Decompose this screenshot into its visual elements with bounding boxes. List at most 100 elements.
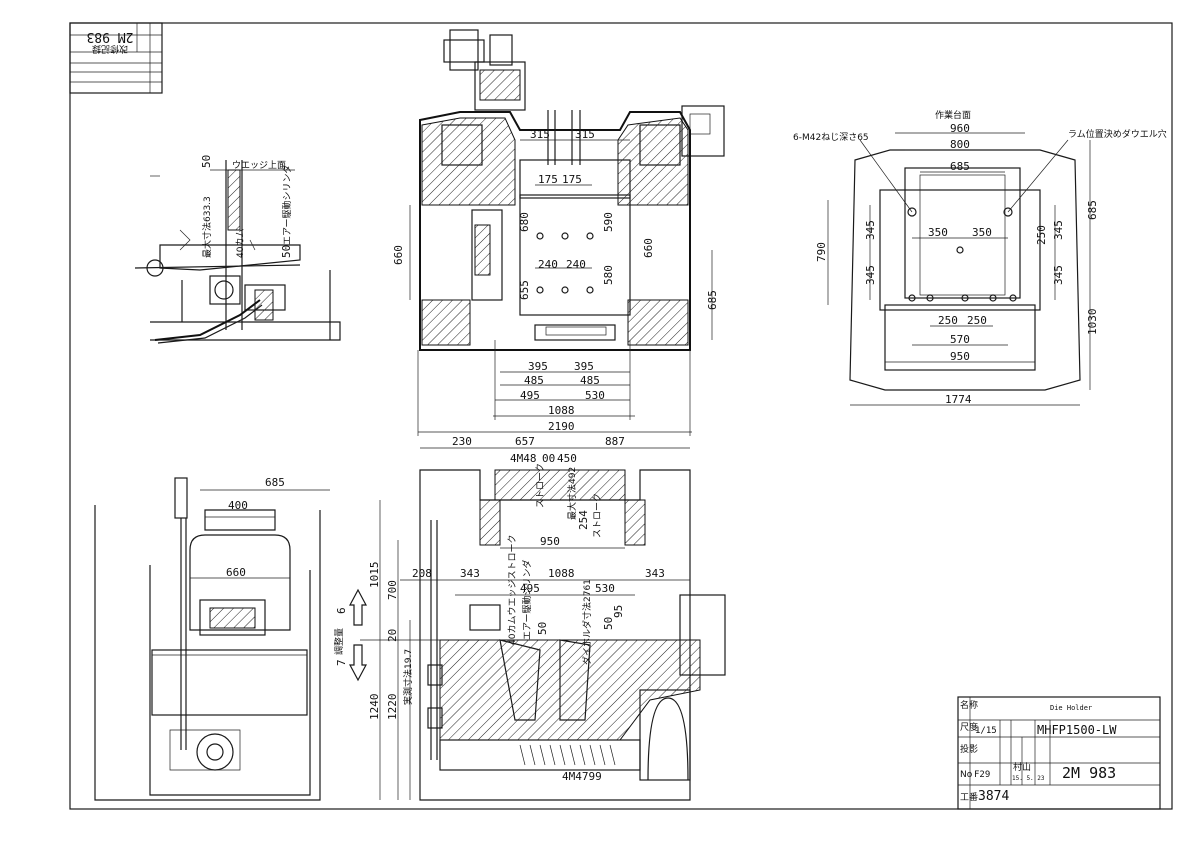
front-dim-485a: 485 [524, 374, 544, 387]
side-dim-400: 400 [228, 499, 248, 512]
front-dim-395b: 395 [574, 360, 594, 373]
front-dim-485b: 485 [580, 374, 600, 387]
title-row-label-2: 尺度 [960, 721, 978, 733]
plan-dim-960: 960 [950, 122, 970, 135]
plan-table-label: 作業台面 [935, 109, 971, 121]
front-dim-240a: 240 [538, 258, 558, 271]
title-row-label-3: 投影 [960, 743, 978, 755]
section-stroke-label2: ストローク [592, 493, 603, 538]
section-dim-208: 208 [412, 567, 432, 580]
plan-dim-250a: 250 [938, 314, 958, 327]
section-dim-20: 20 [386, 629, 399, 642]
title-approver: 村山 [1013, 761, 1031, 773]
front-dim-680: 680 [518, 212, 531, 232]
section-dim-343b: 343 [645, 567, 665, 580]
section-dim-1220: 1220 [386, 694, 399, 721]
title-model: MHFP1500-LW [1037, 723, 1117, 737]
sheet-border [69, 22, 1173, 810]
plan-dim-345b: 345 [864, 265, 877, 285]
section-view: 230 657 887 4M48 00 450 ストローク 最大寸法492 25… [360, 435, 726, 801]
title-block: Die Holder 名称 尺度 投影 No 工番 1/15 MHFP1500-… [957, 696, 1161, 810]
title-scale: 1/15 [975, 726, 997, 736]
section-air-cyl-label: エアー駆動シリンダ [521, 560, 533, 640]
plan-dowel-label: ラム位置決めダウエル穴 [1068, 128, 1167, 140]
plan-dim-685: 685 [950, 160, 970, 173]
wedge-air-cylinder-label: エアー駆動シリンダ [281, 165, 293, 245]
plan-dim-250: 250 [1035, 225, 1048, 245]
section-dim-950: 950 [540, 535, 560, 548]
plan-tap-label: 6-M42ねじ深さ65 [793, 132, 869, 143]
plan-view: 作業台面 6-M42ねじ深さ65 ラム位置決めダウエル穴 960 800 685… [793, 109, 1167, 406]
title-die-holder: Die Holder [1050, 704, 1092, 712]
section-dim-450: 450 [557, 452, 577, 465]
section-dim-1015: 1015 [368, 562, 381, 589]
section-tap-top: 4M48 [510, 452, 537, 465]
section-dim-50b: 50 [602, 617, 615, 630]
front-dim-315a: 315 [530, 128, 550, 141]
front-dim-175a: 175 [538, 173, 558, 186]
side-dim-685: 685 [265, 476, 285, 489]
wedge-detail-view: ウエッジ上面 最大寸法633.3 50 エアー駆動シリンダ 50 40カム [134, 155, 341, 344]
plan-dim-950: 950 [950, 350, 970, 363]
section-dim-1240: 1240 [368, 694, 381, 721]
plan-dim-345a: 345 [864, 220, 877, 240]
section-tap-bottom: 4M4799 [562, 770, 602, 783]
revision-label: 改修記録 [92, 43, 128, 55]
section-dim-343a: 343 [460, 567, 480, 580]
title-row-label-1: 名称 [960, 699, 978, 711]
section-dim-495: 495 [520, 582, 540, 595]
plan-dim-685-side: 685 [1086, 200, 1099, 220]
section-die-holder-dim: ダイホルダ寸法2761 [581, 579, 593, 665]
adjust-dim-7: 7 [335, 659, 348, 666]
front-dim-2190: 2190 [548, 420, 575, 433]
section-dim-00: 00 [542, 452, 555, 465]
section-dim-657: 657 [515, 435, 535, 448]
adjust-dim-6: 6 [335, 607, 348, 614]
section-dim-887: 887 [605, 435, 625, 448]
revision-drawing-number: 2M 983 [87, 29, 134, 44]
front-dim-685: 685 [706, 290, 719, 310]
plan-dim-800: 800 [950, 138, 970, 151]
title-row-label-5: 工番 [960, 791, 978, 803]
title-date: 15. 5. 23 [1012, 775, 1045, 782]
plan-dim-1030: 1030 [1086, 309, 1099, 336]
revision-block: 2M 983 改修記録 [69, 22, 163, 94]
section-stroke-label: ストローク [535, 463, 546, 508]
plan-dim-350a: 350 [928, 226, 948, 239]
section-dim-230: 230 [452, 435, 472, 448]
wedge-dim-50: 50 [200, 155, 213, 168]
front-dim-495: 495 [520, 389, 540, 402]
title-row-label-4: No [960, 770, 973, 780]
section-dim-530: 530 [595, 582, 615, 595]
front-dim-660a: 660 [392, 245, 405, 265]
adjust-arrows: 調整量 6 7 [333, 588, 367, 682]
section-dim-700: 700 [386, 580, 399, 600]
front-dim-590: 590 [602, 212, 615, 232]
plan-dim-345c: 345 [1052, 220, 1065, 240]
front-dim-655: 655 [518, 280, 531, 300]
title-sheet-size: F29 [974, 770, 990, 780]
plan-dim-1774: 1774 [945, 393, 972, 406]
plan-dim-790: 790 [815, 242, 828, 262]
section-dim-50a: 50 [536, 622, 549, 635]
front-dim-395a: 395 [528, 360, 548, 373]
plan-dim-250b: 250 [967, 314, 987, 327]
front-dim-175b: 175 [562, 173, 582, 186]
section-dim-95: 95 [612, 605, 625, 618]
side-dim-660: 660 [226, 566, 246, 579]
front-view: 315 315 175 175 680 590 240 240 580 655 … [392, 29, 725, 436]
front-dim-660b: 660 [642, 238, 655, 258]
side-view: 685 400 660 [94, 476, 330, 801]
front-dim-315b: 315 [575, 128, 595, 141]
wedge-cam-label: 40カム [235, 229, 246, 258]
section-dim-254: 254 [577, 510, 590, 530]
section-dim-1088: 1088 [548, 567, 575, 580]
plan-dim-570: 570 [950, 333, 970, 346]
adjust-label: 調整量 [333, 628, 345, 655]
section-max-dim: 最大寸法492 [566, 467, 578, 520]
front-dim-1088: 1088 [548, 404, 575, 417]
section-real-dim: 実測寸法19.7 [402, 649, 414, 705]
section-cam-wedge-label: 40カムウエッジストローク [507, 535, 518, 645]
front-dim-530: 530 [585, 389, 605, 402]
